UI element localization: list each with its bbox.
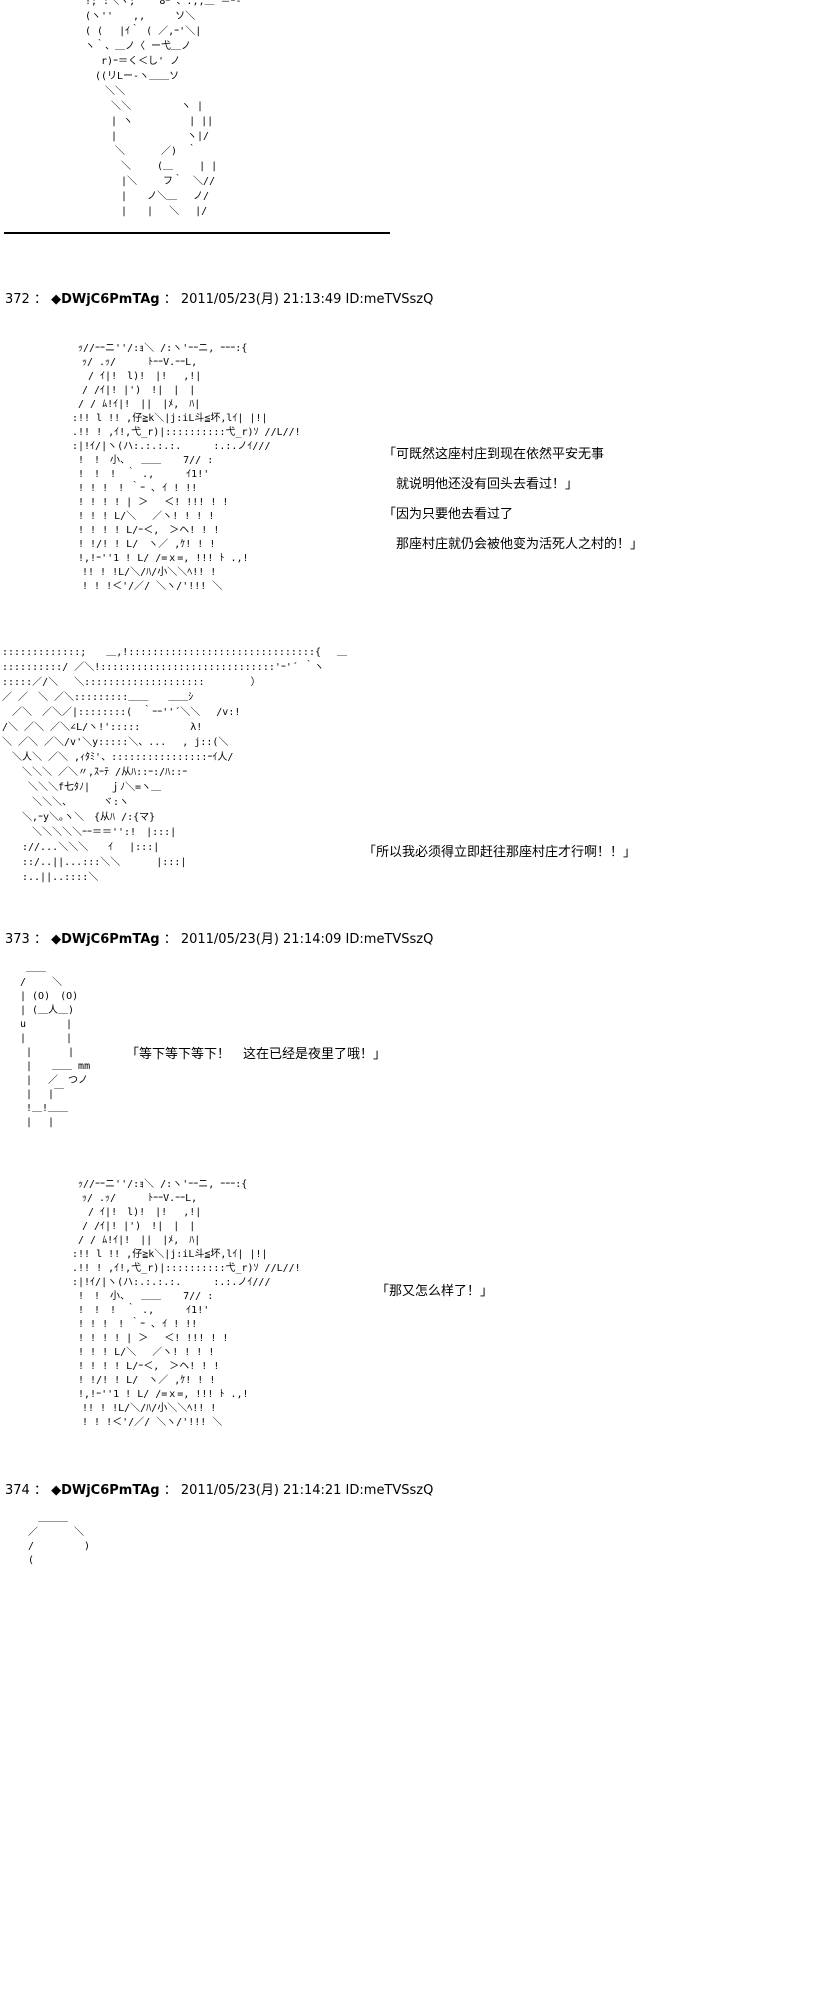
separator: ： xyxy=(159,1483,181,1498)
ascii-art-scene-372: :::::::::::::; ＿,!::::::::::::::::::::::… xyxy=(2,647,348,883)
separator: ： xyxy=(29,292,52,307)
post-header-373: 373 ： ◆DWjC6PmTAg ： 2011/05/23(月) 21:14:… xyxy=(5,928,433,947)
separator: ： xyxy=(159,932,181,947)
post-number: 373 xyxy=(5,932,30,947)
ascii-art-bottom-partial: ＿＿＿ ／ ＼ / ) ( xyxy=(27,1513,91,1566)
ascii-art-small-373: ＿＿ / ＼ | (O) (O) | (＿人＿) u | | | | | | ＿… xyxy=(19,963,91,1128)
tripcode: ◆DWjC6PmTAg xyxy=(51,1483,160,1498)
dialogue-post373-a: 「等下等下等下！ 这在已经是夜里了哦！」 xyxy=(126,1047,387,1062)
dialogue-post372-b: 「所以我必须得立即赶往那座村庄才行啊！！」 xyxy=(363,845,637,860)
dialogue-post373-b: 「那又怎么样了！」 xyxy=(376,1284,494,1299)
separator: ： xyxy=(159,292,181,307)
post-divider xyxy=(4,232,390,234)
post-number: 374 xyxy=(5,1483,30,1498)
post-datetime-id: 2011/05/23(月) 21:14:21 ID:meTVSszQ xyxy=(180,1483,434,1498)
post-header-372: 372 ： ◆DWjC6PmTAg ： 2011/05/23(月) 21:13:… xyxy=(5,288,433,307)
post-number: 372 xyxy=(5,292,30,307)
ascii-art-character-372: ｯ//ｰｰニ''/:ｮ＼ /:ヽ'ｰｰニ, ｰｰｰ:{ ｯ/ .ｯ/ ﾄｰｰV.… xyxy=(71,343,301,592)
tripcode: ◆DWjC6PmTAg xyxy=(51,292,160,307)
dialogue-post372-a: 「可既然这座村庄到现在依然平安无事 就说明他还没有回头去看过！」 「因为只要他去… xyxy=(383,447,644,552)
tripcode: ◆DWjC6PmTAg xyxy=(51,932,160,947)
separator: ： xyxy=(29,1483,52,1498)
post-datetime-id: 2011/05/23(月) 21:14:09 ID:meTVSszQ xyxy=(180,932,434,947)
ascii-art-top-partial: !; :＼ヾ;'' ゙8ｰ 、.,,＿ ＝ｰ‐ (ヽ'' ,, ソ＼ ( ( |… xyxy=(85,0,242,217)
post-datetime-id: 2011/05/23(月) 21:13:49 ID:meTVSszQ xyxy=(180,292,434,307)
separator: ： xyxy=(29,932,52,947)
post-header-374: 374 ： ◆DWjC6PmTAg ： 2011/05/23(月) 21:14:… xyxy=(5,1479,433,1498)
ascii-art-character-373: ｯ//ｰｰニ''/:ｮ＼ /:ヽ'ｰｰニ, ｰｰｰ:{ ｯ/ .ｯ/ ﾄｰｰV.… xyxy=(71,1179,301,1428)
